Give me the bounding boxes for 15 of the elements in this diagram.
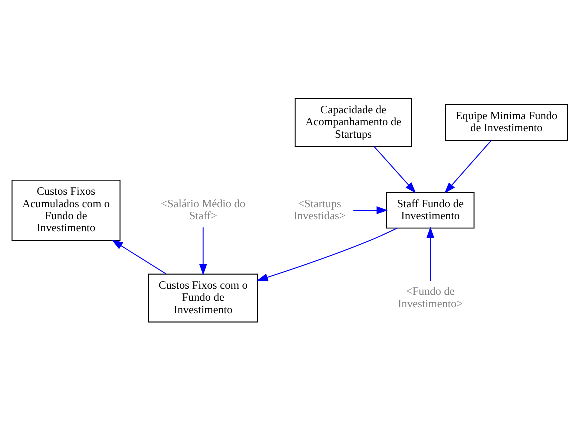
- arrow: [353, 206, 388, 214]
- node-text: <Fundo de Investimento>: [398, 286, 464, 310]
- node-box: Custos Fixos com o Fundo de Investimento: [148, 274, 258, 323]
- arrow: [256, 228, 398, 282]
- node-box: Capacidade de Acompanhamento de Startups: [294, 98, 412, 148]
- node-box: Custos Fixos Acumulados com o Fundo de Investimento: [12, 180, 121, 242]
- node-box: Equipe Minima Fundo de Investimento: [445, 104, 568, 142]
- arrow: [199, 227, 208, 276]
- node-box: Staff Fundo de Investimento: [386, 192, 475, 229]
- arrow: [426, 227, 435, 282]
- node-text: <Salário Médio do Staff>: [161, 198, 246, 223]
- node-text: <Startups Investidas>: [294, 198, 346, 223]
- arrow: [374, 146, 416, 194]
- arrow: [112, 240, 167, 275]
- arrow: [444, 140, 492, 194]
